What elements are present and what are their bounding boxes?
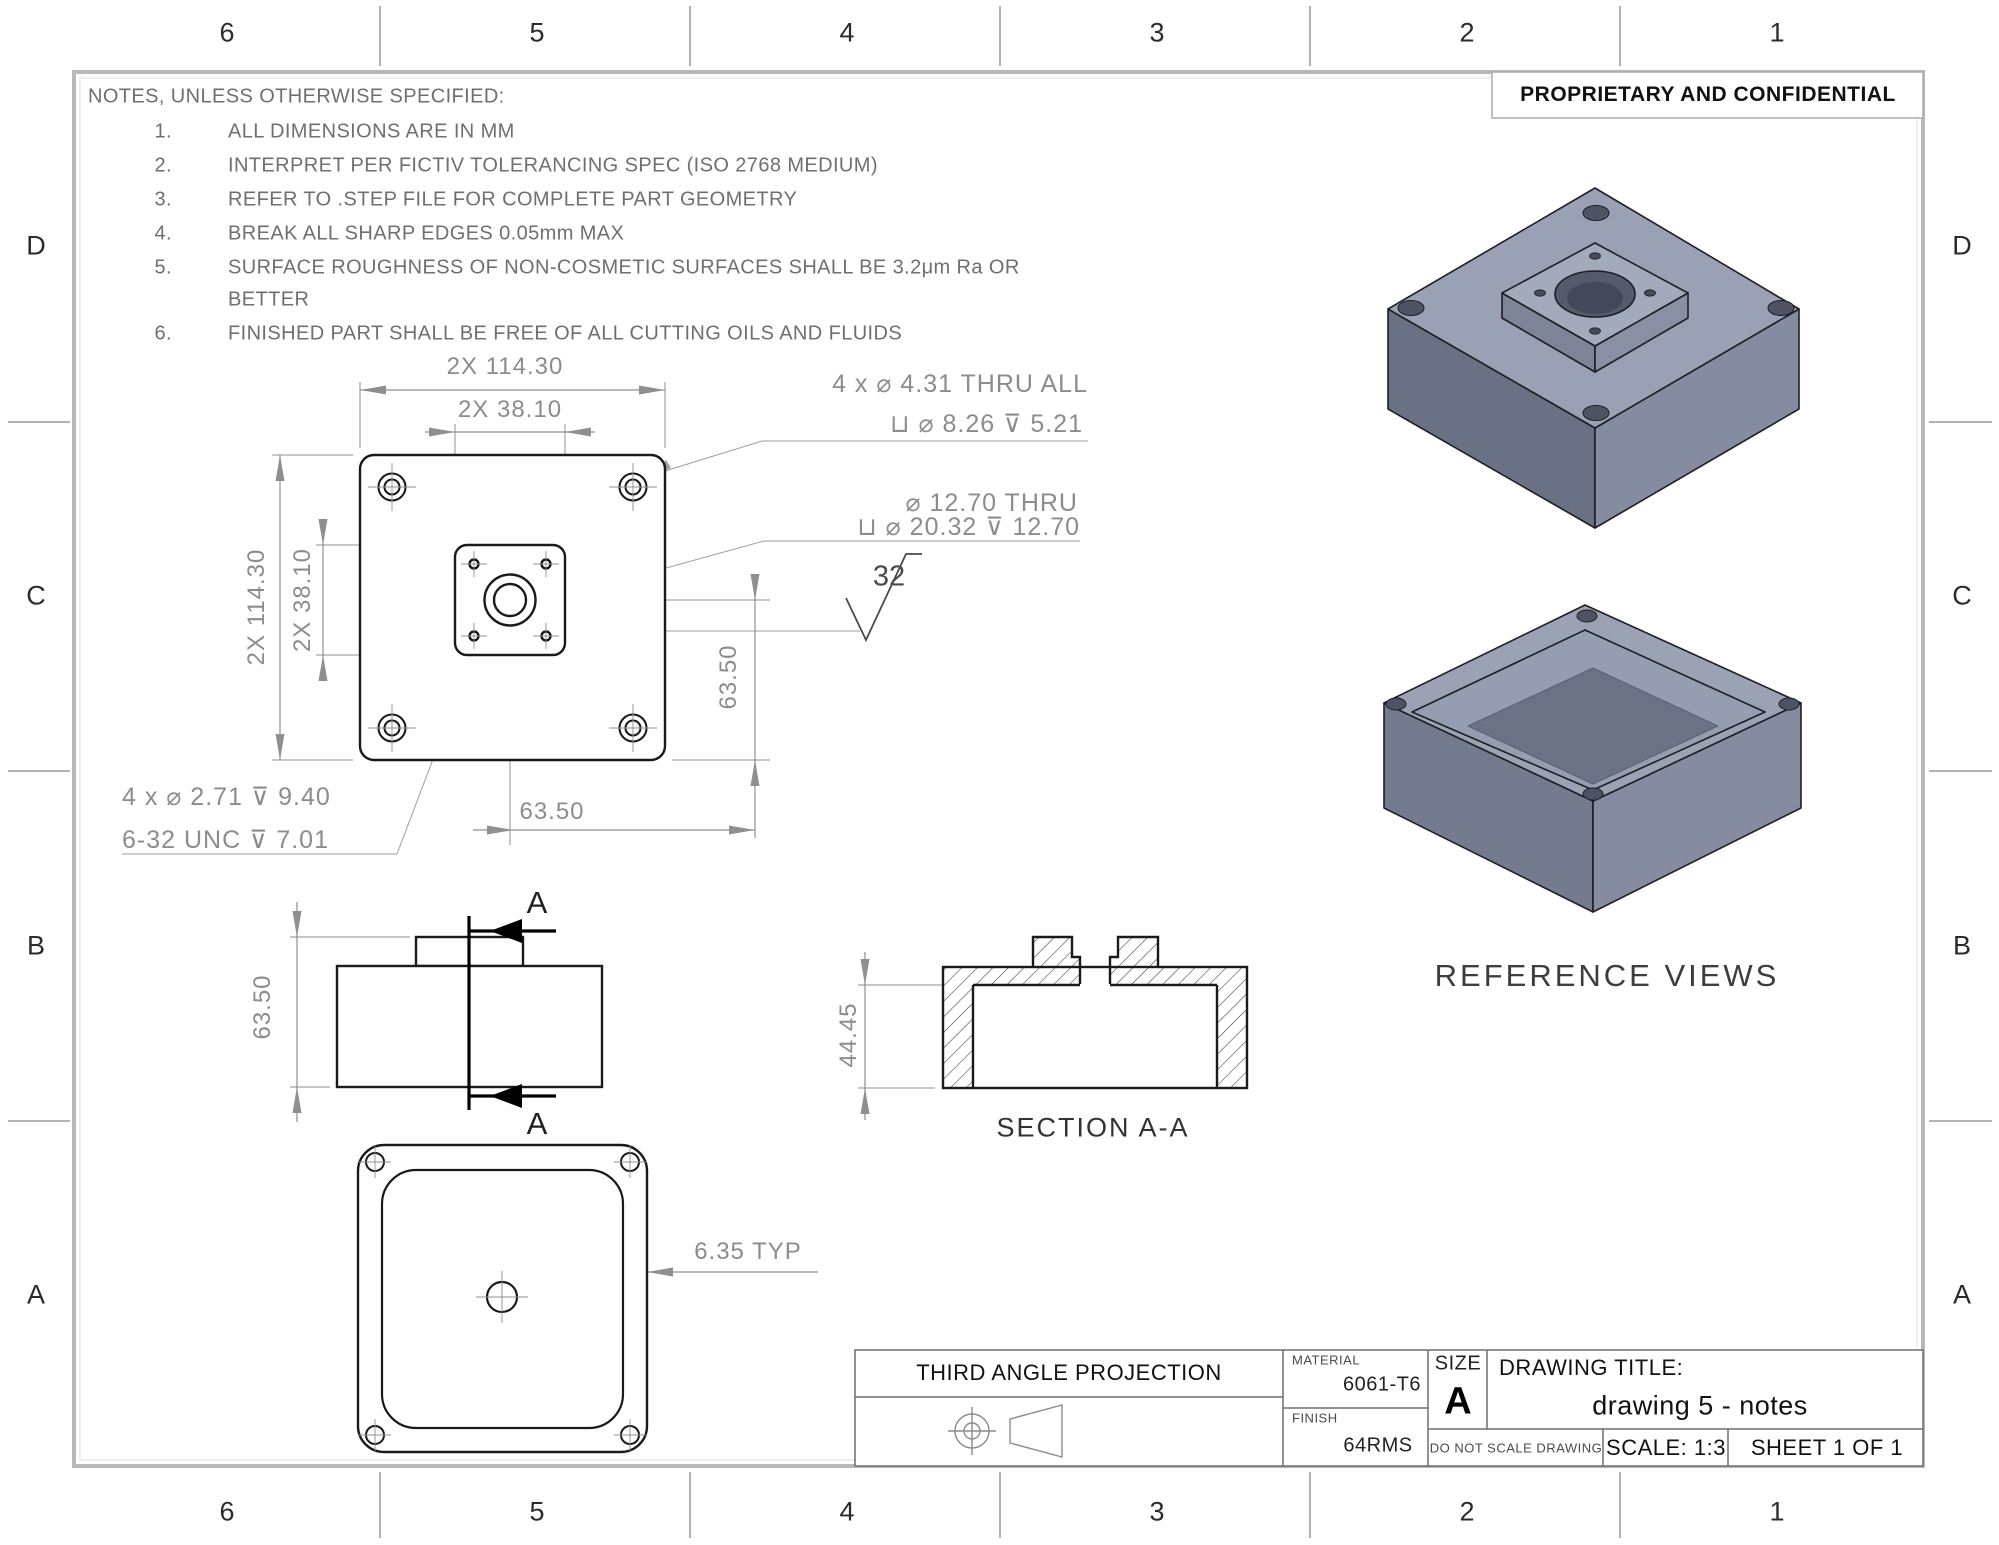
surface-finish-symbol bbox=[845, 553, 922, 643]
dim-height-outer: 2X 114.30 bbox=[243, 548, 270, 666]
note-4-text: BREAK ALL SHARP EDGES 0.05mm MAX bbox=[228, 222, 625, 245]
dim-bottom-63: 63.50 bbox=[519, 798, 585, 825]
proprietary-label: PROPRIETARY AND CONFIDENTIAL bbox=[1520, 83, 1896, 106]
dim-height-boss: 2X 38.10 bbox=[289, 547, 316, 653]
drawing-title-value: drawing 5 - notes bbox=[1592, 1390, 1808, 1421]
zone-top-3: 3 bbox=[1149, 17, 1165, 48]
note-5-text-wrap: BETTER bbox=[228, 288, 310, 311]
size-value: A bbox=[1444, 1380, 1472, 1423]
finish-value: 64RMS bbox=[1343, 1434, 1413, 1457]
notes-title: NOTES, UNLESS OTHERWISE SPECIFIED: bbox=[88, 85, 505, 108]
surface-finish-value: 32 bbox=[872, 560, 906, 593]
callout-center-line1: ⌀ 12.70 THRU bbox=[905, 489, 1078, 517]
zone-right-b: B bbox=[1952, 930, 1972, 961]
reference-views-label: REFERENCE VIEWS bbox=[1434, 958, 1780, 993]
zone-top-1: 1 bbox=[1769, 17, 1785, 48]
callout-cbore-line1: 4 x ⌀ 4.31 THRU ALL bbox=[832, 370, 1088, 398]
iso-open-box bbox=[1383, 604, 1802, 913]
zone-right-c: C bbox=[1952, 580, 1972, 611]
note-1-text: ALL DIMENSIONS ARE IN MM bbox=[228, 120, 515, 143]
scale-value: SCALE: 1:3 bbox=[1606, 1435, 1726, 1460]
note-3-num: 3. bbox=[154, 188, 172, 211]
material-value: 6061-T6 bbox=[1343, 1373, 1421, 1396]
projection-symbol bbox=[948, 1404, 1063, 1458]
section-arrow-label-top: A bbox=[526, 885, 548, 920]
title-block-linework bbox=[854, 1349, 1924, 1467]
zone-bottom-2: 2 bbox=[1459, 1496, 1475, 1527]
dim-section-height: 44.45 bbox=[835, 1002, 862, 1068]
callout-tap-line1: 4 x ⌀ 2.71 ⊽ 9.40 bbox=[122, 783, 331, 811]
top-view-linework bbox=[122, 382, 1088, 855]
note-2-text: INTERPRET PER FICTIV TOLERANCING SPEC (I… bbox=[228, 154, 878, 177]
iso-top-box bbox=[1387, 187, 1800, 529]
callout-cbore-line2: ⊔ ⌀ 8.26 ⊽ 5.21 bbox=[890, 410, 1083, 438]
no-scale-label: DO NOT SCALE DRAWING bbox=[1429, 1440, 1603, 1456]
zone-bottom-4: 4 bbox=[839, 1496, 855, 1527]
dim-front-height: 63.50 bbox=[249, 974, 276, 1040]
zone-top-4: 4 bbox=[839, 17, 855, 48]
zone-top-2: 2 bbox=[1459, 17, 1475, 48]
note-1-num: 1. bbox=[154, 120, 172, 143]
zone-top-5: 5 bbox=[529, 17, 545, 48]
zone-left-d: D bbox=[26, 230, 46, 261]
zone-right-d: D bbox=[1952, 230, 1972, 261]
zone-bottom-6: 6 bbox=[219, 1496, 235, 1527]
note-5-num: 5. bbox=[154, 256, 172, 279]
zone-bottom-3: 3 bbox=[1149, 1496, 1165, 1527]
bottom-view-linework bbox=[356, 1143, 818, 1454]
dim-width-boss: 2X 38.10 bbox=[457, 396, 563, 423]
callout-tap-line2: 6-32 UNC ⊽ 7.01 bbox=[122, 826, 329, 854]
front-view-linework bbox=[290, 902, 604, 1122]
section-view-label: SECTION A-A bbox=[996, 1112, 1190, 1143]
drawing-title-label: DRAWING TITLE: bbox=[1499, 1355, 1684, 1380]
note-2-num: 2. bbox=[154, 154, 172, 177]
section-arrow-label-bottom: A bbox=[526, 1106, 548, 1141]
projection-label: THIRD ANGLE PROJECTION bbox=[916, 1360, 1222, 1385]
dim-wall-typ: 6.35 TYP bbox=[694, 1238, 802, 1265]
callout-center-line2: ⊔ ⌀ 20.32 ⊽ 12.70 bbox=[857, 513, 1080, 541]
note-5-text: SURFACE ROUGHNESS OF NON-COSMETIC SURFAC… bbox=[228, 256, 1020, 279]
note-3-text: REFER TO .STEP FILE FOR COMPLETE PART GE… bbox=[228, 188, 798, 211]
zone-left-a: A bbox=[26, 1279, 46, 1310]
sheet-value: SHEET 1 OF 1 bbox=[1750, 1435, 1904, 1460]
zone-right-a: A bbox=[1952, 1279, 1972, 1310]
material-label: MATERIAL bbox=[1292, 1352, 1361, 1368]
note-4-num: 4. bbox=[154, 222, 172, 245]
zone-left-b: B bbox=[26, 930, 46, 961]
zone-bottom-5: 5 bbox=[529, 1496, 545, 1527]
zone-bottom-1: 1 bbox=[1769, 1496, 1785, 1527]
zone-left-c: C bbox=[26, 580, 46, 611]
dim-width-outer: 2X 114.30 bbox=[446, 353, 564, 380]
size-label: SIZE bbox=[1434, 1352, 1482, 1375]
section-view-linework bbox=[858, 935, 1249, 1120]
dim-right-63: 63.50 bbox=[715, 644, 742, 710]
zone-top-6: 6 bbox=[219, 17, 235, 48]
finish-label: FINISH bbox=[1292, 1410, 1338, 1426]
proprietary-box bbox=[1491, 71, 1924, 119]
note-6-num: 6. bbox=[154, 322, 172, 345]
note-6-text: FINISHED PART SHALL BE FREE OF ALL CUTTI… bbox=[228, 322, 903, 345]
